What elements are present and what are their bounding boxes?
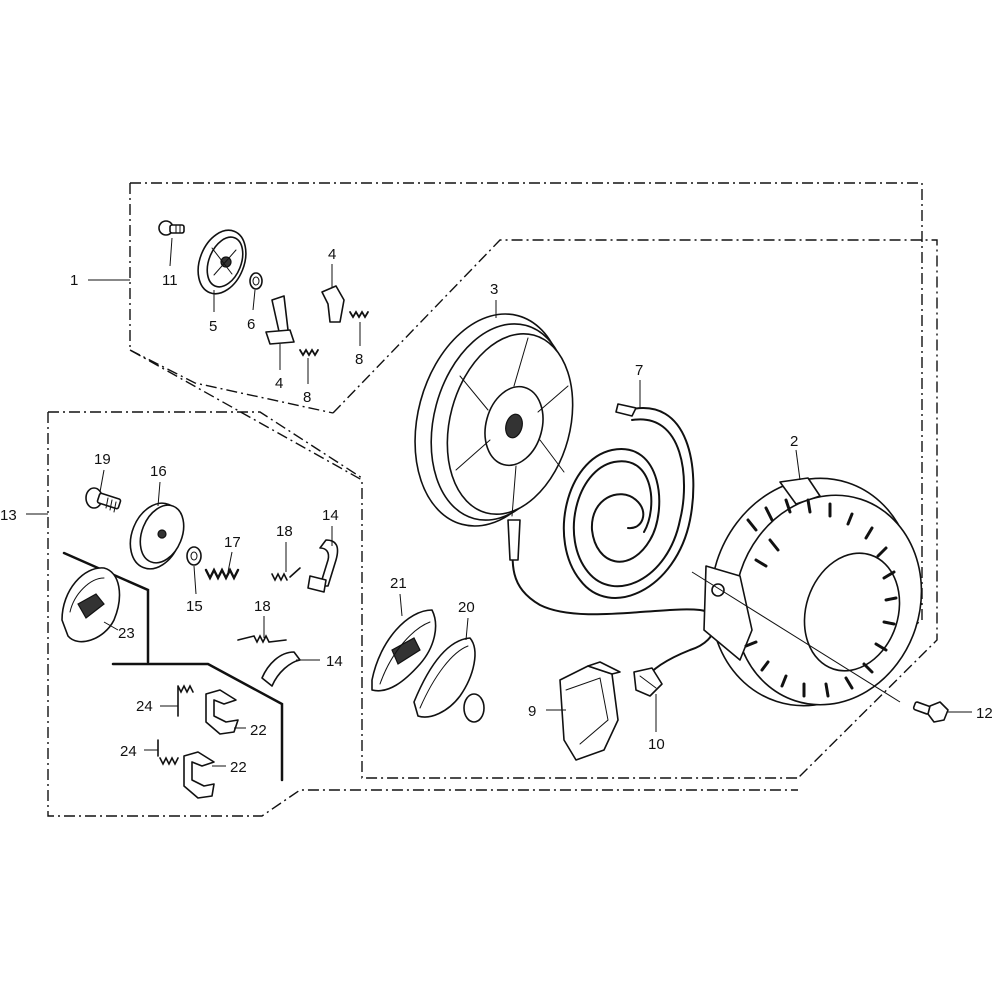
sub-group-line-22	[111, 662, 284, 782]
part-16-drum	[129, 502, 185, 570]
part-24-spring-lower	[157, 739, 179, 766]
callout-12: 12	[976, 705, 993, 722]
group-boundary-13-left	[47, 412, 798, 817]
callout-9: 9	[528, 703, 536, 720]
part-7-spiral-spring	[562, 403, 695, 599]
rope-knot	[507, 519, 521, 561]
part-14-pin-lower	[261, 651, 301, 687]
callout-8-lower: 8	[303, 389, 311, 406]
callout-11: 11	[162, 272, 178, 289]
callout-23: 23	[118, 625, 135, 642]
part-4-ratchet-lower	[265, 295, 295, 345]
part-18-spring-upper	[271, 567, 301, 582]
part-17-spring	[204, 567, 240, 581]
callout-7: 7	[635, 362, 643, 379]
part-22-clip-upper	[205, 689, 239, 735]
part-18-spring-lower	[237, 634, 287, 644]
group-boundary-1-step	[129, 349, 334, 414]
part-24-spring-upper	[177, 684, 194, 717]
callout-5: 5	[209, 318, 217, 335]
part-20-guide-plate	[413, 637, 485, 723]
callout-17: 17	[224, 534, 241, 551]
part-9-starter-grip	[559, 661, 621, 761]
callout-22-lower: 22	[230, 759, 247, 776]
part-12-flange-bolt	[912, 701, 949, 723]
callout-13: 13	[0, 507, 17, 524]
part-19-bolt	[85, 487, 122, 513]
part-6-washer	[249, 272, 263, 290]
callout-14-upper: 14	[322, 507, 339, 524]
callout-18-upper: 18	[276, 523, 293, 540]
part-23-clutch-plate	[61, 567, 121, 643]
callout-8-upper: 8	[355, 351, 363, 368]
leader-lines	[26, 237, 972, 767]
group-boundary-1-inner	[332, 239, 938, 779]
part-22-clip-lower	[183, 751, 215, 799]
part-4-ratchet-upper	[321, 285, 345, 323]
callout-4-upper: 4	[328, 246, 336, 263]
part-11-bolt	[158, 220, 185, 236]
part-3-reel	[414, 313, 574, 527]
callout-19: 19	[94, 451, 111, 468]
callout-14-lower: 14	[326, 653, 343, 670]
callout-6: 6	[247, 316, 255, 333]
callout-10: 10	[648, 736, 665, 753]
callout-2: 2	[790, 433, 798, 450]
callout-3: 3	[490, 281, 498, 298]
group-boundary-1-lower	[129, 183, 798, 779]
callout-16: 16	[150, 463, 167, 480]
starter-rope	[511, 519, 716, 681]
part-8-spring-upper	[349, 310, 369, 319]
sub-group-line-23	[62, 551, 150, 664]
callout-18-lower: 18	[254, 598, 271, 615]
part-15-washer	[186, 546, 202, 566]
group-boundary-13	[48, 411, 363, 479]
part-10-rope-guide	[633, 667, 663, 697]
callout-labels: 1 11 5 6 4 4 8 8 3 7 2 12 9 10 13 19 16 …	[0, 246, 993, 776]
callout-4-lower: 4	[275, 375, 283, 392]
callout-24-lower: 24	[120, 743, 137, 760]
part-14-pin-upper	[307, 539, 339, 593]
callout-1: 1	[70, 272, 78, 289]
part-5-ratchet-plate	[197, 229, 247, 295]
part-2-starter-case	[703, 477, 923, 707]
callout-15: 15	[186, 598, 203, 615]
callout-20: 20	[458, 599, 475, 616]
callout-24-upper: 24	[136, 698, 153, 715]
callout-21: 21	[390, 575, 407, 592]
part-21-friction-plate	[371, 609, 437, 692]
callout-22-upper: 22	[250, 722, 267, 739]
part-8-spring-lower	[299, 348, 319, 357]
